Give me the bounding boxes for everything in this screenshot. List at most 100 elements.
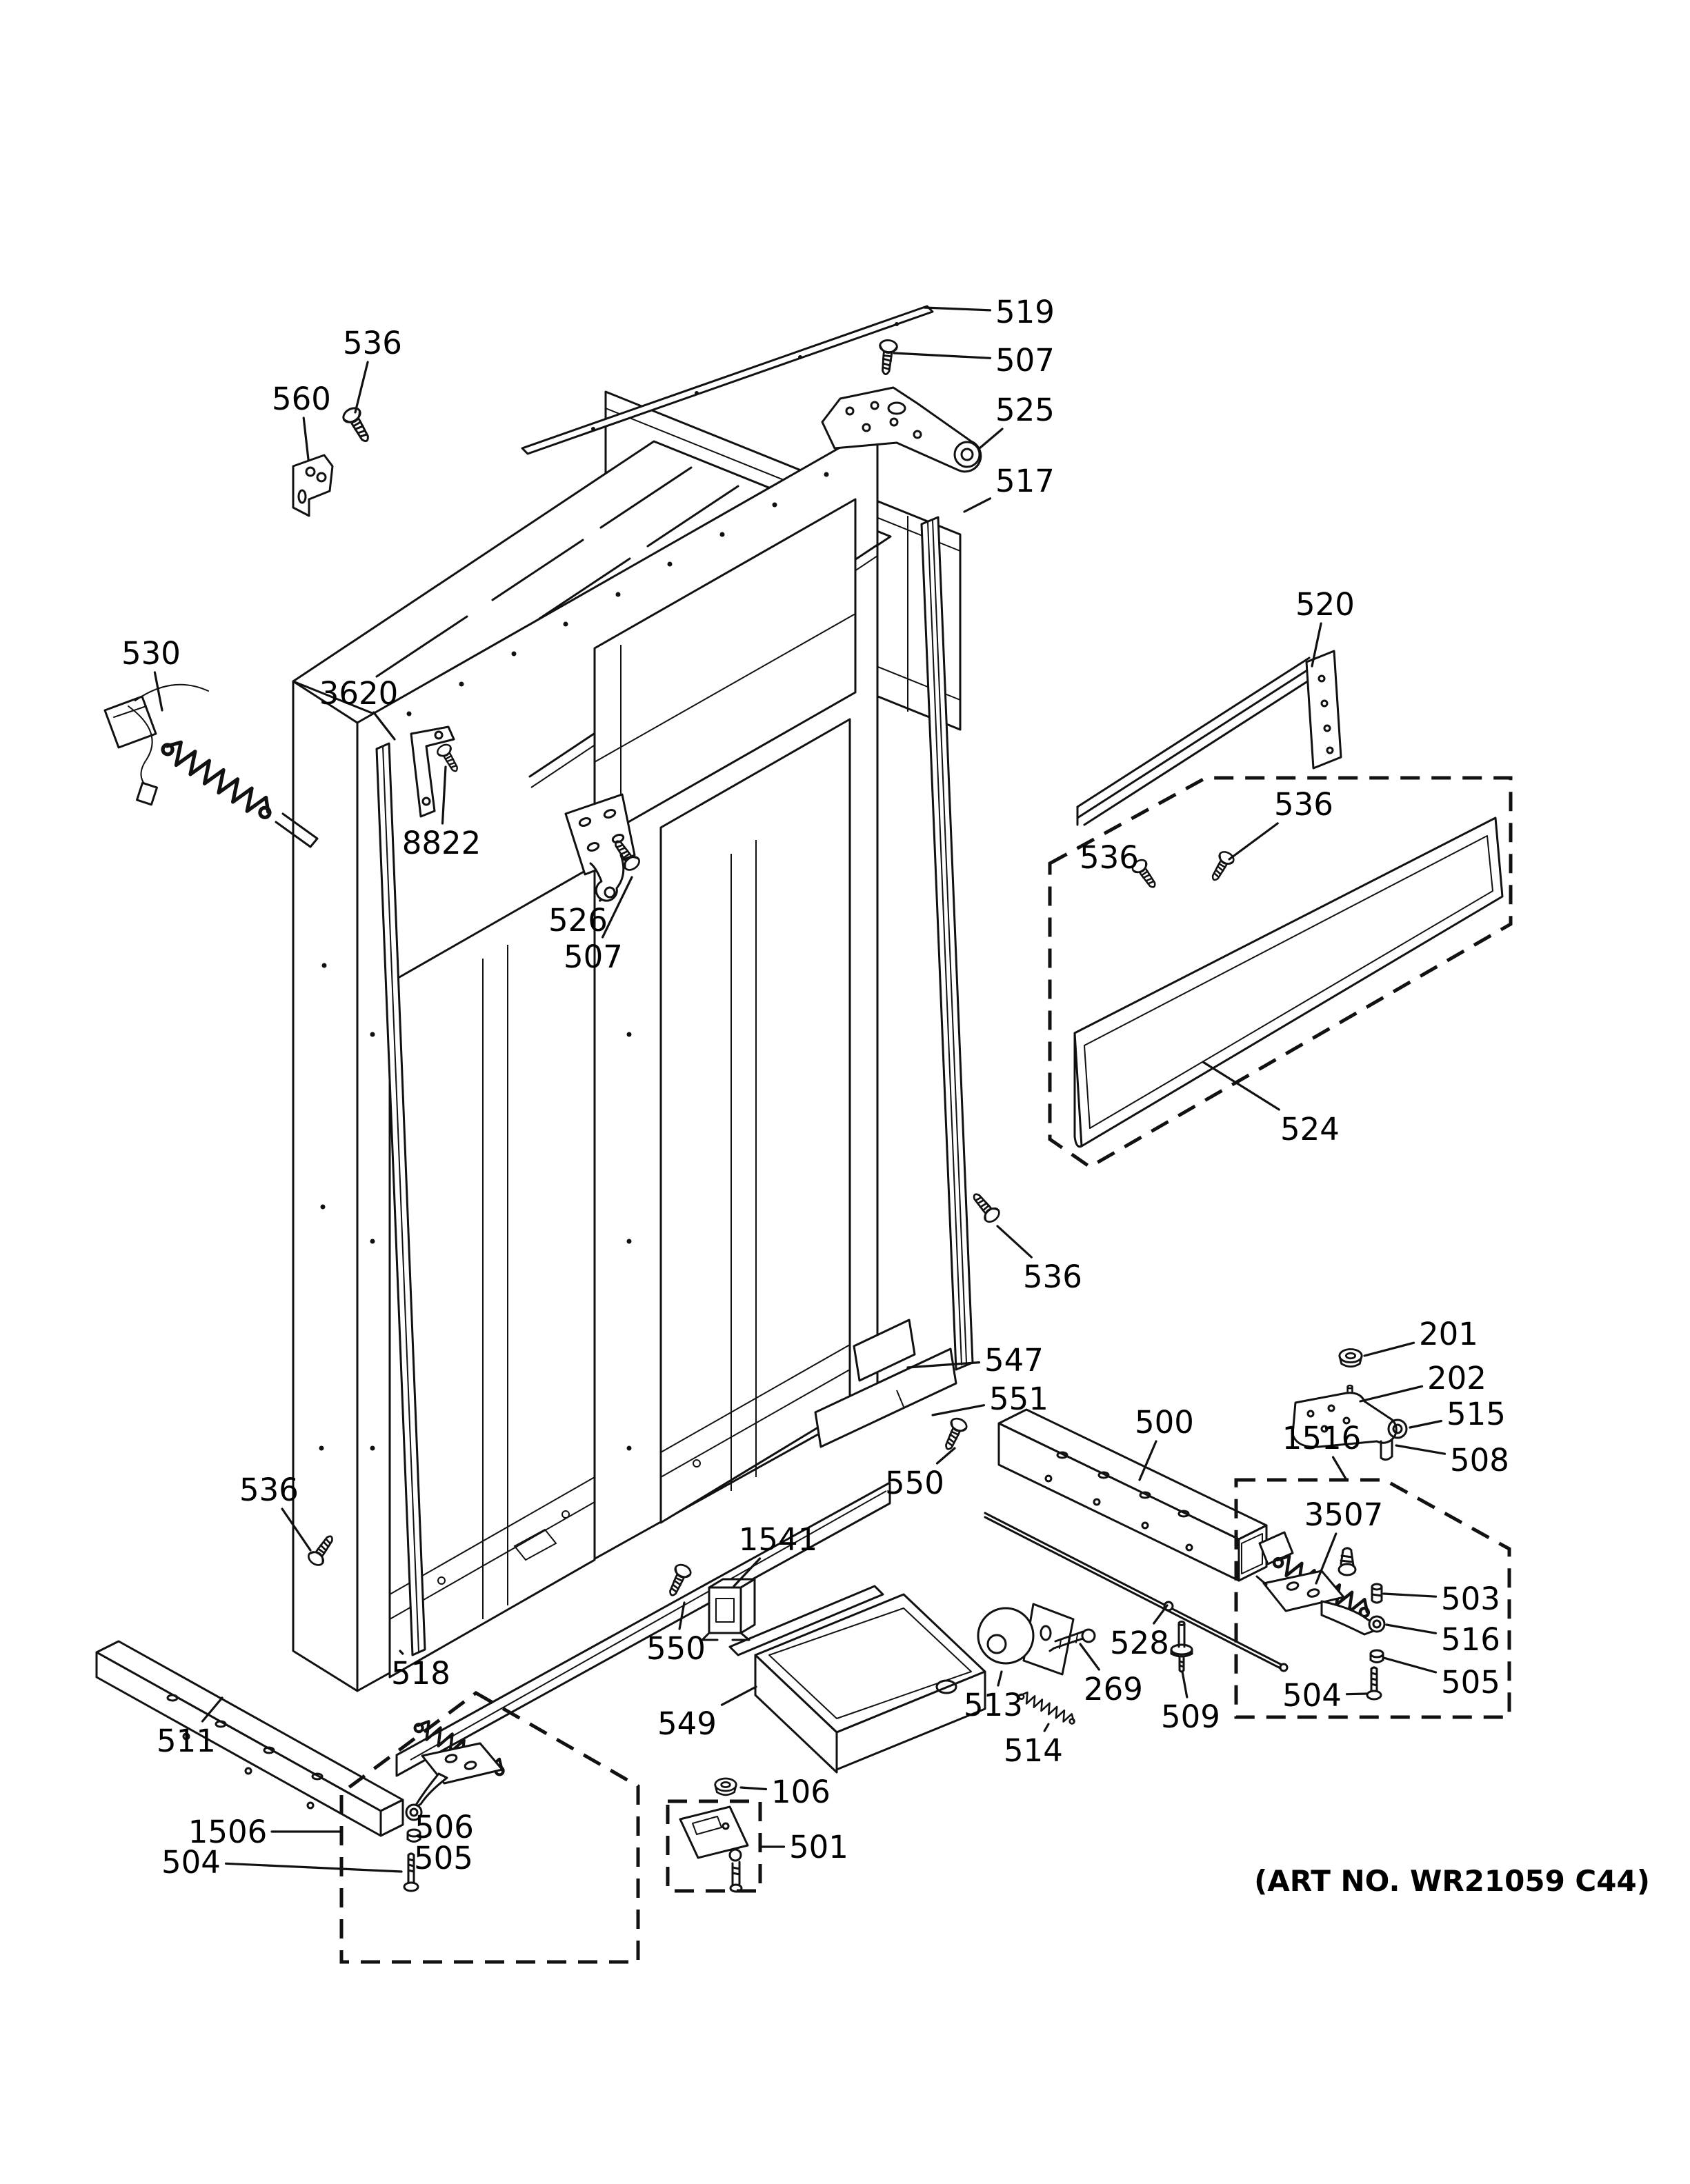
callout-leader <box>1409 1419 1443 1429</box>
callout-label: 269 <box>1084 1671 1143 1707</box>
part-callout-547: 547 <box>906 1342 1044 1379</box>
callout-leader <box>1138 1440 1157 1481</box>
callout-label: 514 <box>1004 1732 1063 1769</box>
callout-leader <box>281 1507 312 1552</box>
part-callout-504: 504 <box>161 1844 403 1881</box>
part-callout-1506: 1506 <box>188 1814 341 1850</box>
kit-box-1516 <box>1234 1478 1511 1719</box>
part-513-motor <box>977 1603 1075 1676</box>
callout-label: 106 <box>771 1774 831 1810</box>
callout-leader <box>302 417 310 461</box>
part-callout-506: 506 <box>415 1809 474 1845</box>
callout-leader <box>153 671 163 712</box>
part-505-nut <box>1369 1649 1384 1663</box>
callout-label: 505 <box>1441 1664 1500 1701</box>
part-callout-549: 549 <box>657 1685 757 1742</box>
callout-label: 536 <box>1080 839 1139 876</box>
part-callout-504: 504 <box>1282 1677 1369 1714</box>
part-callout-3620: 3620 <box>319 675 398 741</box>
part-callout-518: 518 <box>391 1650 450 1692</box>
part-536-screw <box>967 1188 1003 1226</box>
part-callout-530: 530 <box>121 635 181 712</box>
part-callout-507: 507 <box>893 342 1055 379</box>
callout-label: 202 <box>1427 1360 1487 1396</box>
callout-leader <box>996 1225 1033 1259</box>
part-3620-bracket <box>410 725 455 818</box>
part-506-lever <box>405 1742 504 1821</box>
callout-label: 530 <box>121 635 181 672</box>
callout-leader <box>1228 822 1279 861</box>
part-560-bracket <box>292 454 334 517</box>
callout-label: 517 <box>995 463 1055 499</box>
callout-label: 547 <box>984 1342 1044 1379</box>
callout-leader <box>720 1685 757 1706</box>
callout-leader <box>923 306 992 312</box>
part-508-pin <box>1380 1439 1393 1461</box>
part-callout-505: 505 <box>1382 1656 1500 1701</box>
left-door-opening <box>388 864 596 1679</box>
kit-box-1506 <box>339 1691 640 1964</box>
part-504-screw-left <box>403 1852 419 1892</box>
callout-label: 1541 <box>739 1521 818 1558</box>
part-callout-202: 202 <box>1359 1360 1487 1403</box>
part-callout-507: 507 <box>564 876 633 975</box>
callout-leader <box>1079 1643 1100 1671</box>
loose-parts <box>95 305 1504 1893</box>
base-trim-strip <box>395 1481 891 1777</box>
callout-leader <box>1153 1604 1169 1625</box>
callout-leader <box>399 1650 404 1655</box>
callout-label: 536 <box>1023 1259 1082 1295</box>
callout-label: 536 <box>239 1472 299 1508</box>
callout-label: 518 <box>391 1655 450 1692</box>
callout-leader <box>1359 1385 1424 1403</box>
callout-leader <box>201 1696 223 1723</box>
part-callout-536: 536 <box>239 1472 312 1552</box>
part-callout-514: 514 <box>1004 1723 1063 1769</box>
kit-screw <box>1338 1547 1357 1576</box>
part-callout-503: 503 <box>1382 1581 1500 1617</box>
callout-leader <box>678 1601 686 1630</box>
art-number: (ART NO. WR21059 C44) <box>1254 1864 1650 1898</box>
callout-leader <box>963 497 992 513</box>
callout-leader <box>739 1786 768 1791</box>
callout-label: 551 <box>989 1381 1048 1417</box>
callout-label: 520 <box>1295 586 1355 623</box>
mounting-holes <box>370 472 829 1451</box>
callout-label: 504 <box>161 1844 221 1881</box>
part-515-hinge <box>1291 1392 1408 1448</box>
part-1541-block <box>701 1578 756 1641</box>
part-519-top-rail <box>521 305 934 455</box>
callout-leader <box>997 1670 1003 1687</box>
part-callout-201: 201 <box>1363 1316 1478 1357</box>
part-callout-1541: 1541 <box>733 1521 818 1587</box>
callout-label: 1506 <box>188 1814 268 1850</box>
bottom-plate-551 <box>814 1348 957 1448</box>
part-callout-536: 536 <box>996 1225 1082 1295</box>
callout-leader <box>978 428 1004 450</box>
part-callout-550: 550 <box>885 1447 956 1501</box>
callout-label: 519 <box>995 294 1055 330</box>
part-callout-513: 513 <box>964 1670 1023 1723</box>
part-callout-528: 528 <box>1110 1604 1169 1661</box>
callout-label: 8822 <box>402 825 481 861</box>
callout-leader <box>599 898 603 902</box>
callout-leader <box>372 711 396 741</box>
part-501-hinge <box>679 1805 749 1893</box>
callout-label: 509 <box>1161 1699 1220 1735</box>
part-503-pin <box>1371 1583 1383 1604</box>
part-callout-269: 269 <box>1079 1643 1143 1707</box>
part-callout-500: 500 <box>1135 1404 1194 1481</box>
callout-leader <box>441 765 447 825</box>
part-516-lever <box>1255 1570 1386 1636</box>
part-callout-525: 525 <box>978 392 1055 450</box>
callout-label: 560 <box>272 381 331 417</box>
callout-leader <box>601 876 633 939</box>
callout-leader <box>1382 1656 1438 1674</box>
callout-label: 505 <box>414 1840 473 1876</box>
callout-label: 536 <box>1274 786 1333 823</box>
kit-box-524 <box>1048 776 1513 1169</box>
part-536-screw <box>339 404 376 447</box>
part-callout-511: 511 <box>157 1696 223 1759</box>
part-callout-536: 536 <box>1080 839 1139 876</box>
